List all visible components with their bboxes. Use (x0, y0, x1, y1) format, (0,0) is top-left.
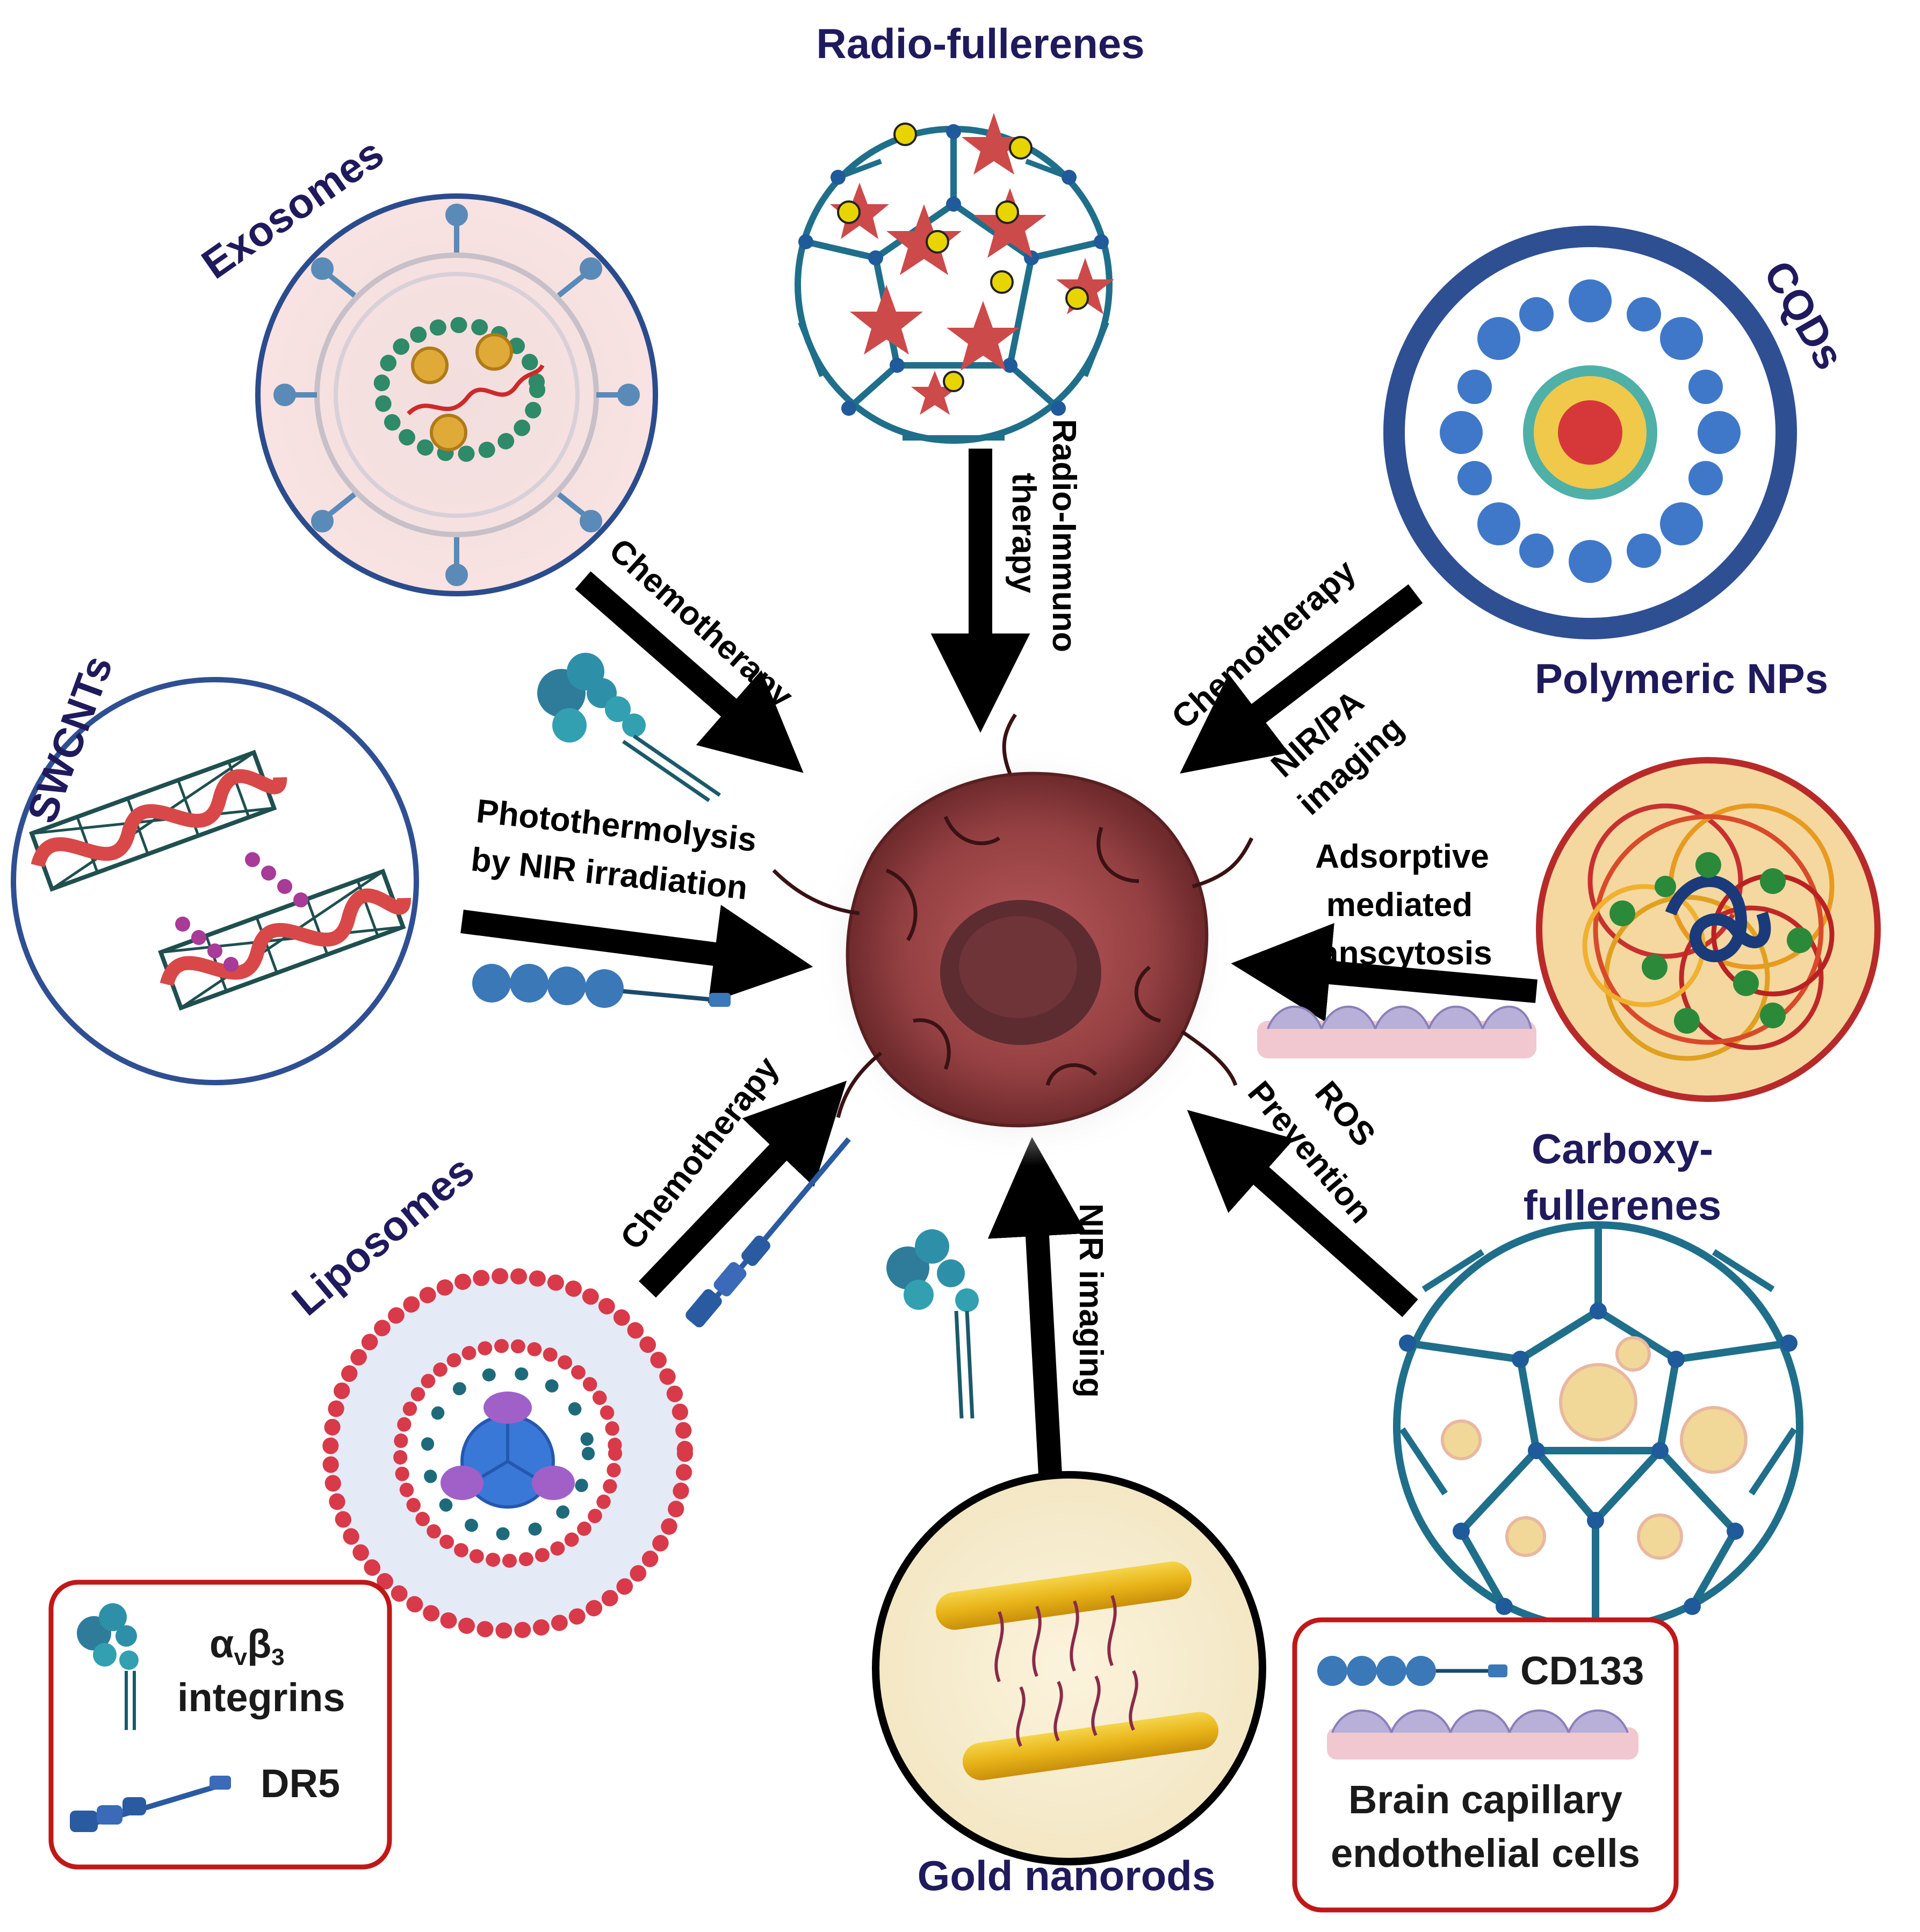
polymeric-nanoparticle (1536, 757, 1881, 1102)
legend-dr5: DR5 (261, 1761, 340, 1806)
legend-cell-markers: CD133 Brain capillary endothelial cells (1292, 1617, 1679, 1913)
label-adsorptive-line3: transcytosis (1296, 935, 1492, 972)
tumor-cell (772, 713, 1254, 1166)
label-gold-nanorods: Gold nanorods (918, 1852, 1216, 1899)
legend-integrin-icon (77, 1603, 139, 1730)
arrow-liposomes (639, 1080, 847, 1298)
label-carboxy-fullerenes-line2: fullerenes (1524, 1181, 1721, 1229)
label-nir-imaging: NIR imaging (1072, 1203, 1109, 1398)
liposome (322, 1268, 693, 1639)
arrow-swcnts (460, 905, 813, 1004)
arrow-cqds (1180, 584, 1423, 774)
legend-cd133-icon (1317, 1656, 1507, 1686)
legend-endothelial-icon (1327, 1709, 1639, 1760)
label-radio-fullerenes: Radio-fullerenes (816, 20, 1144, 67)
label-adsorptive-line1: Adsorptive (1315, 838, 1489, 875)
legend-integrins: integrins (177, 1675, 345, 1720)
label-adsorptive-line2: mediated (1326, 886, 1473, 924)
arrow-carboxy-fullerenes (1187, 1109, 1418, 1317)
cqd-particle (1383, 226, 1797, 639)
legend-cd133: CD133 (1520, 1648, 1644, 1693)
arrow-gold-nanorods (987, 1137, 1087, 1476)
label-polymeric-nps: Polymeric NPs (1535, 655, 1828, 702)
arrow-exosomes (575, 571, 804, 773)
exosome (255, 193, 658, 596)
swcnt-particle (11, 677, 419, 1085)
endothelial-cell-icon (1257, 1005, 1536, 1058)
legend-bcec-line2: endothelial cells (1331, 1831, 1640, 1876)
label-carboxy-fullerenes-line1: Carboxy- (1532, 1125, 1713, 1172)
legend-dr5-icon (70, 1776, 231, 1832)
integrin-icon (537, 653, 721, 802)
legend-bcec-line1: Brain capillary (1348, 1777, 1622, 1822)
carboxy-fullerene (1393, 1221, 1803, 1632)
dr5-icon (685, 1137, 851, 1328)
cd133-icon (472, 964, 731, 1008)
legend-integrin-symbol: αvβ3 (210, 1621, 285, 1670)
radio-fullerene (795, 113, 1114, 444)
label-radio-immuno-line2: therapy (1005, 473, 1042, 593)
arrow-polymeric-nps (1231, 923, 1538, 1022)
gold-nanorod-particle (872, 1471, 1266, 1865)
legend-receptors: αvβ3 integrins DR5 (48, 1580, 392, 1870)
label-radio-immuno-line1: Radio-Immuno (1045, 419, 1082, 652)
arrows (460, 449, 1538, 1476)
integrin-icon-bottom (886, 1229, 979, 1419)
